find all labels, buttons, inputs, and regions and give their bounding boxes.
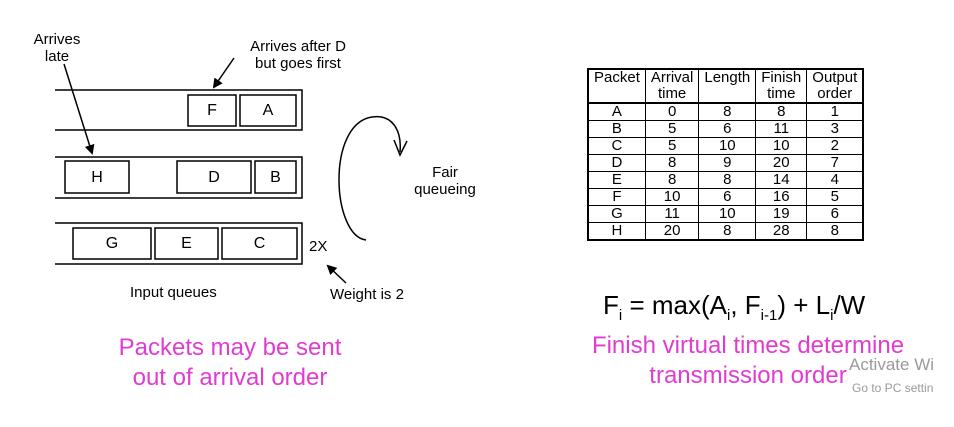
formula-part: = max(A bbox=[622, 290, 727, 320]
cell: E bbox=[587, 171, 646, 189]
packet-box-g bbox=[72, 227, 152, 260]
cell: 5 bbox=[644, 137, 700, 155]
cell: 8 bbox=[755, 102, 808, 121]
cell: 0 bbox=[644, 102, 700, 121]
activate-watermark-line2: Go to PC settin bbox=[852, 381, 934, 395]
packet-label-b: B bbox=[270, 169, 281, 186]
formula-part: i bbox=[726, 307, 731, 325]
packet-label-a: A bbox=[262, 102, 274, 119]
packet-box-a bbox=[239, 94, 297, 127]
header-length: Length bbox=[698, 68, 757, 104]
weight-arrow bbox=[326, 264, 347, 284]
cell: 4 bbox=[806, 171, 864, 189]
formula-part: ) + L bbox=[777, 290, 831, 320]
packet-box-b bbox=[254, 160, 297, 194]
cell: 7 bbox=[806, 154, 864, 172]
formula-part: i bbox=[618, 307, 623, 325]
cell: 5 bbox=[806, 188, 864, 206]
cell: G bbox=[587, 205, 646, 223]
formula-part: i bbox=[830, 307, 834, 325]
activate-watermark-line1: Activate Wi bbox=[849, 355, 935, 374]
arrives-late-arrow bbox=[63, 63, 95, 155]
cell: 8 bbox=[698, 171, 757, 189]
cell: D bbox=[587, 154, 646, 172]
packet-box-c bbox=[221, 227, 298, 260]
cell: 10 bbox=[698, 205, 757, 223]
header-packet: Packet bbox=[587, 68, 646, 104]
weight-is-2-label: Weight is 2 bbox=[330, 286, 404, 303]
cell: 10 bbox=[644, 188, 700, 206]
cell: 6 bbox=[698, 120, 757, 138]
packet-label-h: H bbox=[91, 169, 103, 186]
input-queue-2 bbox=[55, 156, 303, 199]
cell: 9 bbox=[698, 154, 757, 172]
cell: 11 bbox=[644, 205, 700, 223]
fair-queueing-label: Fair queueing bbox=[414, 164, 476, 198]
finish-times-caption: Finish virtual times determine transmiss… bbox=[591, 332, 905, 389]
header-arrival-time: Arrival time bbox=[644, 68, 700, 104]
header-finish-time: Finish time bbox=[755, 68, 808, 104]
formula-part: /W bbox=[833, 290, 866, 320]
packet-label-e: E bbox=[181, 235, 192, 252]
cell: C bbox=[587, 137, 646, 155]
arrives-after-arrow bbox=[212, 57, 235, 89]
cell: H bbox=[587, 222, 646, 241]
cell: 1 bbox=[806, 102, 864, 121]
cell: 6 bbox=[806, 205, 864, 223]
cell: 20 bbox=[755, 154, 808, 172]
out-of-order-caption: Packets may be sent out of arrival order bbox=[118, 334, 342, 391]
cell: 8 bbox=[644, 171, 700, 189]
cell: 3 bbox=[806, 120, 864, 138]
cell: 11 bbox=[755, 120, 808, 138]
packet-box-e bbox=[154, 227, 219, 260]
cell: 28 bbox=[755, 222, 808, 241]
finish-time-formula: Fi = max(Ai, Fi-1) + Li/W bbox=[603, 290, 865, 331]
formula-part: i-1 bbox=[760, 307, 778, 325]
input-queue-1 bbox=[55, 89, 303, 131]
table-header-row: Packet Arrival time Length Finish time O… bbox=[587, 68, 864, 104]
cell: B bbox=[587, 120, 646, 138]
header-output-order: Output order bbox=[806, 68, 864, 104]
cell: 8 bbox=[806, 222, 864, 241]
cell: 5 bbox=[644, 120, 700, 138]
cell: F bbox=[587, 188, 646, 206]
packet-label-g: G bbox=[105, 235, 119, 252]
packet-label-c: C bbox=[253, 235, 266, 252]
cell: A bbox=[587, 102, 646, 121]
cell: 8 bbox=[698, 102, 757, 121]
cell: 20 bbox=[644, 222, 700, 241]
arrives-after-d-label: Arrives after D but goes first bbox=[250, 38, 346, 72]
input-queue-3 bbox=[55, 222, 303, 265]
fair-queueing-rotation-arrow bbox=[338, 115, 401, 241]
cell: 6 bbox=[698, 188, 757, 206]
packet-box-h bbox=[64, 160, 130, 194]
formula-part: F bbox=[603, 290, 619, 320]
arrives-late-label: Arrives late bbox=[33, 31, 81, 65]
finish-time-table: Packet Arrival time Length Finish time O… bbox=[587, 68, 865, 241]
packet-label-d: D bbox=[208, 169, 220, 186]
input-queues-label: Input queues bbox=[130, 284, 217, 301]
cell: 2 bbox=[806, 137, 864, 155]
cell: 16 bbox=[755, 188, 808, 206]
packet-box-f bbox=[187, 94, 237, 127]
weight-2x-label: 2X bbox=[309, 238, 328, 255]
cell: 19 bbox=[755, 205, 808, 223]
packet-label-f: F bbox=[207, 102, 217, 119]
cell: 14 bbox=[755, 171, 808, 189]
cell: 8 bbox=[698, 222, 757, 241]
cell: 10 bbox=[755, 137, 808, 155]
cell: 8 bbox=[644, 154, 700, 172]
packet-box-d bbox=[176, 160, 252, 194]
cell: 10 bbox=[698, 137, 757, 155]
formula-part: , F bbox=[730, 290, 761, 320]
